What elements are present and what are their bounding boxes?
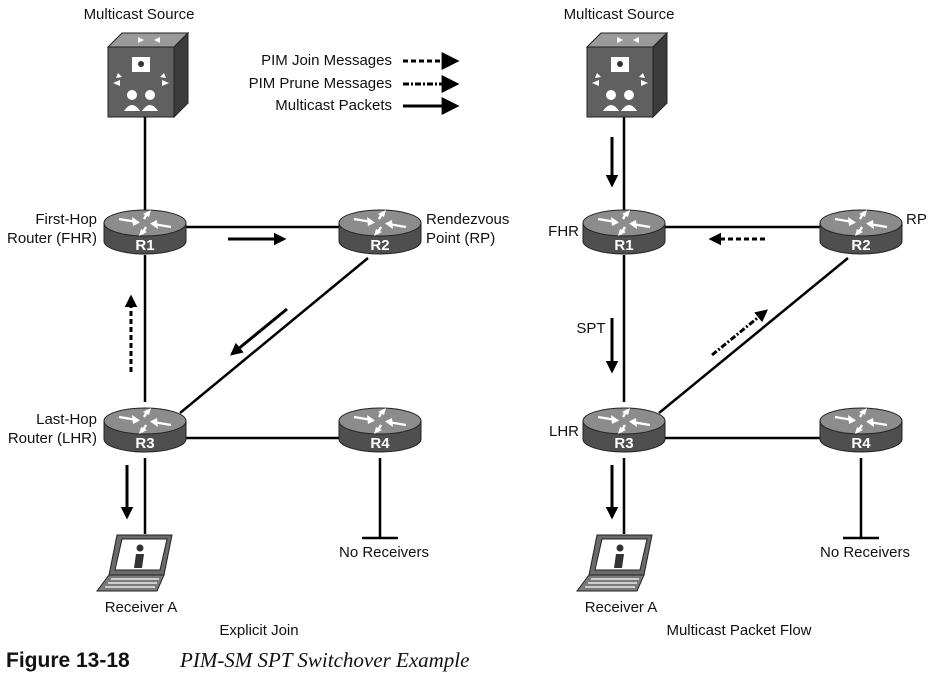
left-flow-arrows bbox=[120, 232, 288, 520]
right-multicast-source-icon bbox=[586, 32, 668, 118]
left-source-label: Multicast Source bbox=[84, 6, 195, 23]
right-no-receivers-label: No Receivers bbox=[820, 544, 910, 561]
left-links bbox=[143, 110, 398, 540]
right-receiver-laptop-icon bbox=[576, 534, 653, 592]
right-r3-label: R3 bbox=[614, 435, 633, 452]
left-r1-label: R1 bbox=[135, 237, 154, 254]
right-flow-arrows bbox=[605, 137, 768, 520]
left-caption: Explicit Join bbox=[219, 622, 298, 639]
left-router-r1: R1 bbox=[102, 208, 188, 256]
right-r2-label: R2 bbox=[851, 237, 870, 254]
right-rp-label: RP bbox=[906, 211, 927, 228]
right-router-r3: R3 bbox=[581, 406, 667, 454]
left-fhr-label-1: First-Hop bbox=[35, 211, 97, 228]
left-receiver-label: Receiver A bbox=[105, 599, 178, 616]
legend-packets-label: Multicast Packets bbox=[275, 97, 392, 114]
left-r2-label: R2 bbox=[370, 237, 389, 254]
legend-prune-label: PIM Prune Messages bbox=[249, 75, 392, 92]
left-diagram: Multicast Source R1 R2 R3 R4 First-Hop R… bbox=[7, 6, 509, 639]
figure-caption: Figure 13-18 PIM-SM SPT Switchover Examp… bbox=[6, 648, 469, 672]
left-lhr-label-1: Last-Hop bbox=[36, 411, 97, 428]
left-router-r3: R3 bbox=[102, 406, 188, 454]
left-r3-label: R3 bbox=[135, 435, 154, 452]
left-packet-arrow-r2-r3 bbox=[230, 307, 288, 356]
left-rp-label-2: Point (RP) bbox=[426, 230, 495, 247]
right-lhr-label: LHR bbox=[549, 423, 579, 440]
right-links bbox=[622, 110, 879, 540]
right-router-r1: R1 bbox=[581, 208, 667, 256]
right-router-r4: R4 bbox=[818, 406, 904, 454]
left-r4-label: R4 bbox=[370, 435, 390, 452]
right-caption: Multicast Packet Flow bbox=[666, 622, 811, 639]
left-lhr-label-2: Router (LHR) bbox=[8, 430, 97, 447]
figure-number: Figure 13-18 bbox=[6, 649, 130, 672]
left-no-receivers-label: No Receivers bbox=[339, 544, 429, 561]
right-fhr-label: FHR bbox=[548, 223, 579, 240]
right-spt-label: SPT bbox=[576, 320, 605, 337]
left-router-r4: R4 bbox=[337, 406, 423, 454]
right-diagram: Multicast Source R1 R2 R3 R4 FHR RP LHR … bbox=[548, 6, 927, 639]
legend: PIM Join Messages PIM Prune Messages Mul… bbox=[249, 52, 460, 115]
legend-join-label: PIM Join Messages bbox=[261, 52, 392, 69]
left-fhr-label-2: Router (FHR) bbox=[7, 230, 97, 247]
right-r1-label: R1 bbox=[614, 237, 633, 254]
right-receiver-label: Receiver A bbox=[585, 599, 658, 616]
left-receiver-laptop-icon bbox=[96, 534, 173, 592]
figure-title: PIM-SM SPT Switchover Example bbox=[179, 648, 469, 672]
right-r4-label: R4 bbox=[851, 435, 871, 452]
right-source-label: Multicast Source bbox=[564, 6, 675, 23]
left-multicast-source-icon bbox=[107, 32, 189, 118]
left-router-r2: R2 bbox=[337, 208, 423, 256]
right-router-r2: R2 bbox=[818, 208, 904, 256]
left-rp-label-1: Rendezvous bbox=[426, 211, 509, 228]
